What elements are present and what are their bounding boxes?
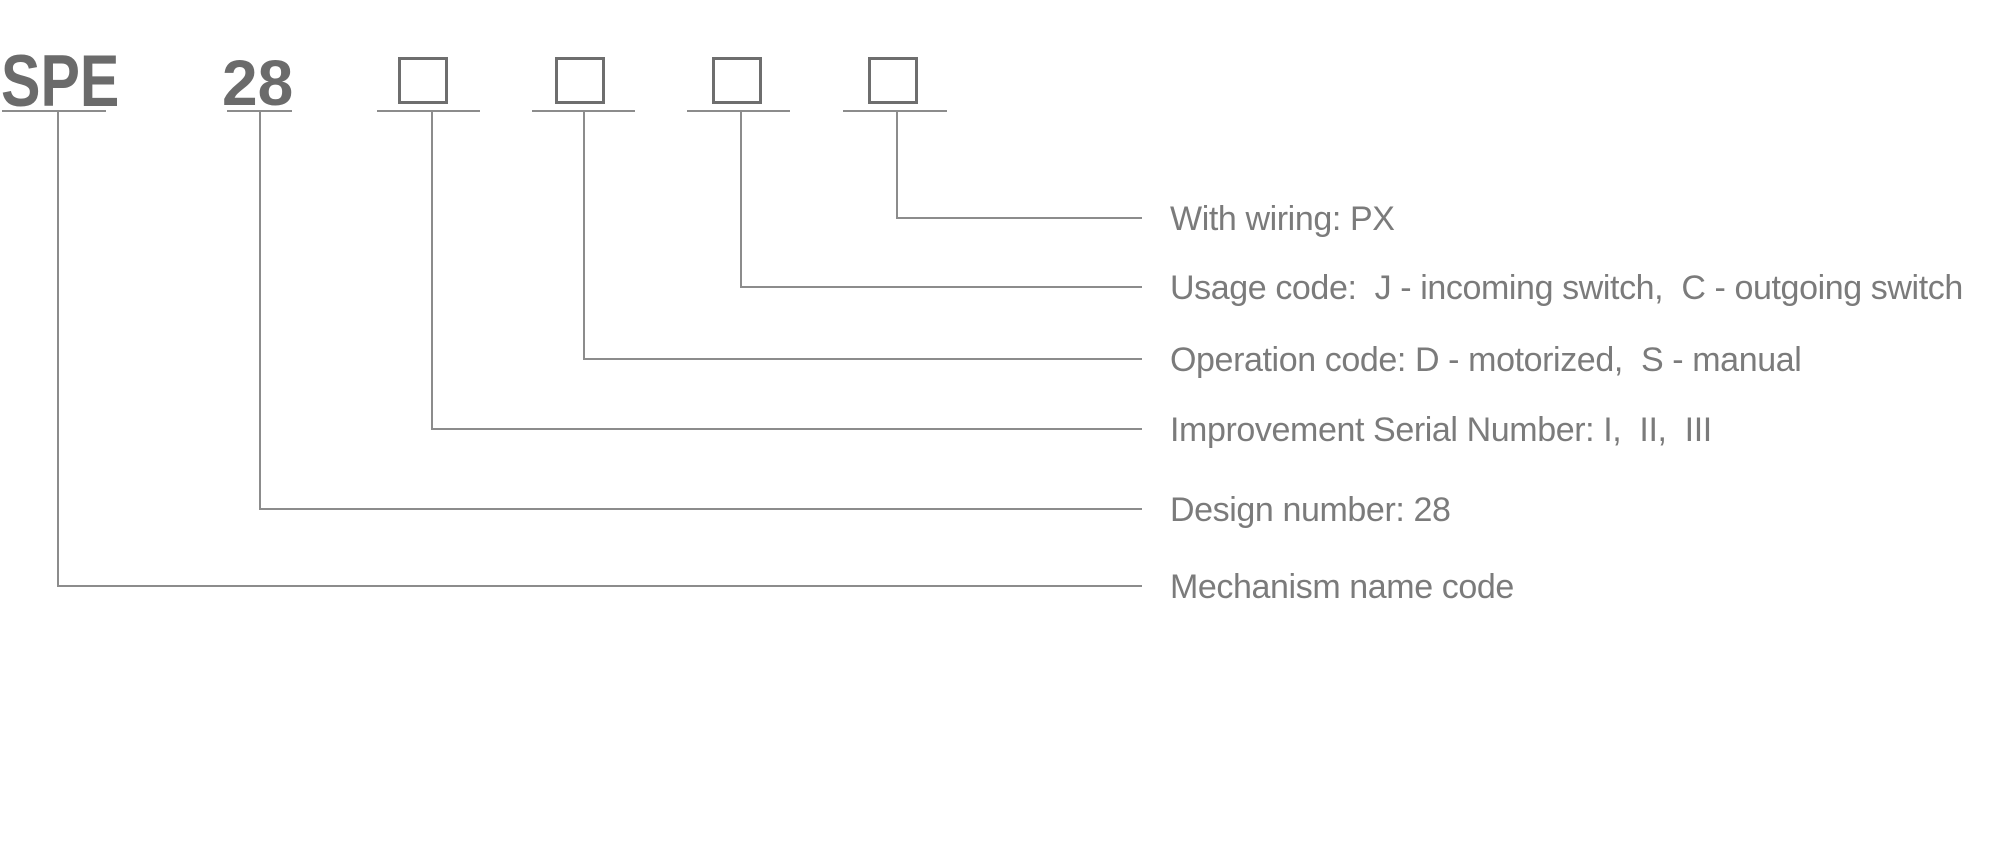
connector-line-improvement-serial (431, 112, 1142, 430)
underline-spe (2, 110, 106, 112)
placeholder-box-2 (555, 57, 605, 104)
callout-label-improvement-serial: Improvement Serial Number: I, II, III (1170, 411, 1712, 449)
connector-line-with-wiring (896, 112, 1142, 219)
design-number-text: 28 (222, 47, 294, 119)
placeholder-box-3 (712, 57, 762, 104)
callout-label-design-number: Design number: 28 (1170, 491, 1451, 529)
placeholder-box-4 (868, 57, 918, 104)
underline-box-4 (843, 110, 947, 112)
underline-28 (227, 110, 292, 112)
callout-label-mechanism-name: Mechanism name code (1170, 568, 1514, 606)
connector-line-usage-code (740, 112, 1142, 288)
mechanism-name-code-text: SPE (1, 41, 120, 122)
connector-line-mechanism-name (57, 112, 1142, 587)
underline-box-3 (687, 110, 790, 112)
underline-box-1 (377, 110, 480, 112)
callout-label-usage-code: Usage code: J - incoming switch, C - out… (1170, 269, 1963, 307)
connector-line-operation-code (583, 112, 1142, 360)
callout-label-operation-code: Operation code: D - motorized, S - manua… (1170, 341, 1802, 379)
placeholder-box-1 (398, 57, 448, 104)
callout-label-with-wiring: With wiring: PX (1170, 200, 1395, 238)
underline-box-2 (532, 110, 635, 112)
connector-line-design-number (259, 112, 1142, 510)
